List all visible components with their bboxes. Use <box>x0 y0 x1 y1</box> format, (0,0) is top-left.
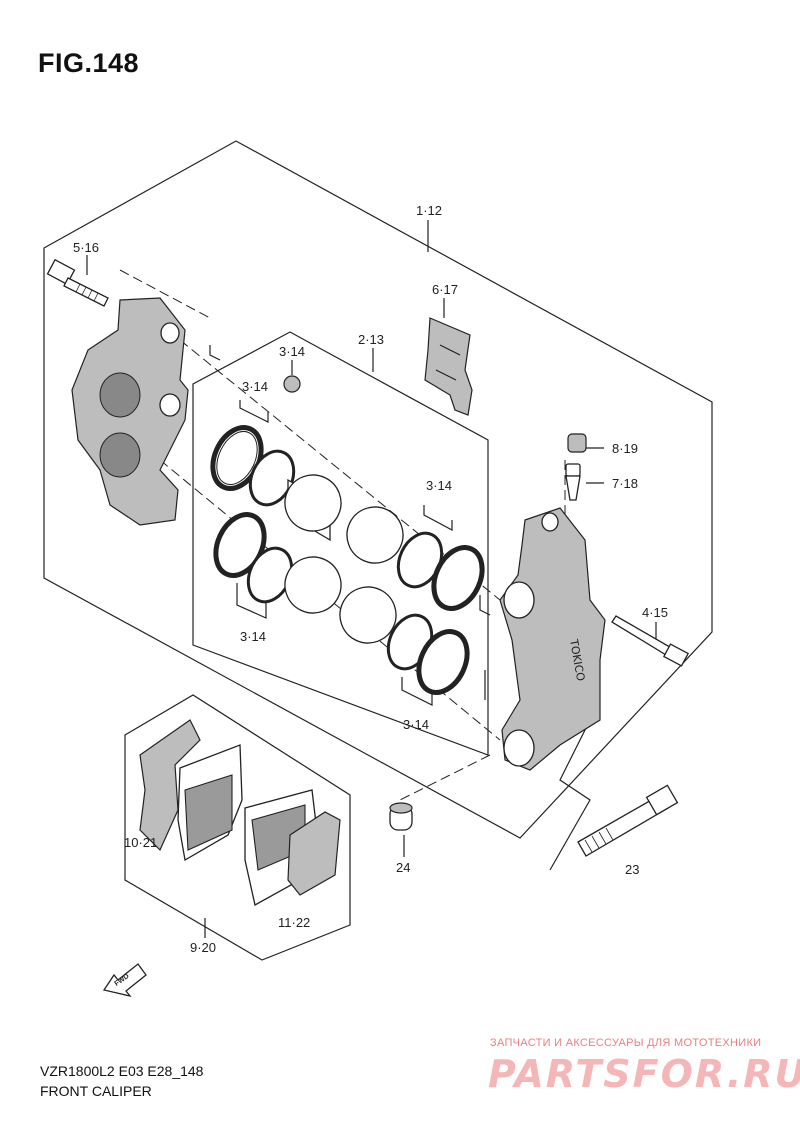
callout-3-14-right-upper: 3·14 <box>426 478 452 493</box>
pistons <box>284 474 404 644</box>
mounting-bolt-lower <box>577 784 679 857</box>
callout-7-18: 7·18 <box>612 476 638 491</box>
fwd-arrow-icon: FWD <box>102 963 147 998</box>
callout-4-15: 4·15 <box>642 605 668 620</box>
callout-3-14-left-upper: 3·14 <box>242 379 268 394</box>
bracket-lower-left <box>236 583 267 619</box>
pad-spring <box>424 317 473 416</box>
seal-kit-frame <box>192 331 489 756</box>
brake-pad-shim-right <box>287 811 341 896</box>
pad-set-frame <box>124 694 351 961</box>
break-mark-2 <box>479 595 491 616</box>
bracket-lower-right <box>401 677 433 706</box>
caliper-half-left <box>71 297 189 526</box>
callout-24: 24 <box>396 860 410 875</box>
brake-pad-left <box>177 744 243 862</box>
caliper-half-right: TOKICO <box>499 507 606 771</box>
bleeder-valve <box>565 463 581 501</box>
callout-3-14-right-lower: 3·14 <box>403 717 429 732</box>
callout-6-17: 6·17 <box>432 282 458 297</box>
zigzag-23 <box>549 699 601 871</box>
mounting-bolt-upper <box>46 258 109 307</box>
watermark-logo: PARTSFOR.RU <box>488 1052 800 1096</box>
centre-lines <box>119 269 566 801</box>
break-mark-1 <box>209 345 221 361</box>
spacer <box>389 802 413 831</box>
callout-5-16: 5·16 <box>73 240 99 255</box>
seal-rings <box>210 425 485 695</box>
callout-11-22: 11·22 <box>278 915 310 930</box>
callout-9-20: 9·20 <box>190 940 216 955</box>
callout-8-19: 8·19 <box>612 441 638 456</box>
watermark-tagline: ЗАПЧАСТИ И АКСЕССУАРЫ ДЛЯ МОТОТЕХНИКИ <box>490 1037 762 1049</box>
assembly-frame <box>43 140 713 839</box>
callout-23: 23 <box>625 862 639 877</box>
callout-3-14-left-lower: 3·14 <box>240 629 266 644</box>
bracket-upper-right <box>423 505 453 532</box>
bracket-upper-left <box>239 400 269 423</box>
pad-pin <box>611 615 689 667</box>
callout-1-12: 1·12 <box>416 203 442 218</box>
model-code: VZR1800L2 E03 E28_148 <box>40 1063 204 1079</box>
callout-2-13: 2·13 <box>358 332 384 347</box>
figure-title: FIG.148 <box>38 48 140 78</box>
small-seal <box>283 375 301 393</box>
callout-3-14-top: 3·14 <box>279 344 305 359</box>
part-group-name: FRONT CALIPER <box>40 1083 152 1099</box>
bleeder-cap <box>567 433 587 453</box>
callout-10-21: 10·21 <box>124 835 157 850</box>
